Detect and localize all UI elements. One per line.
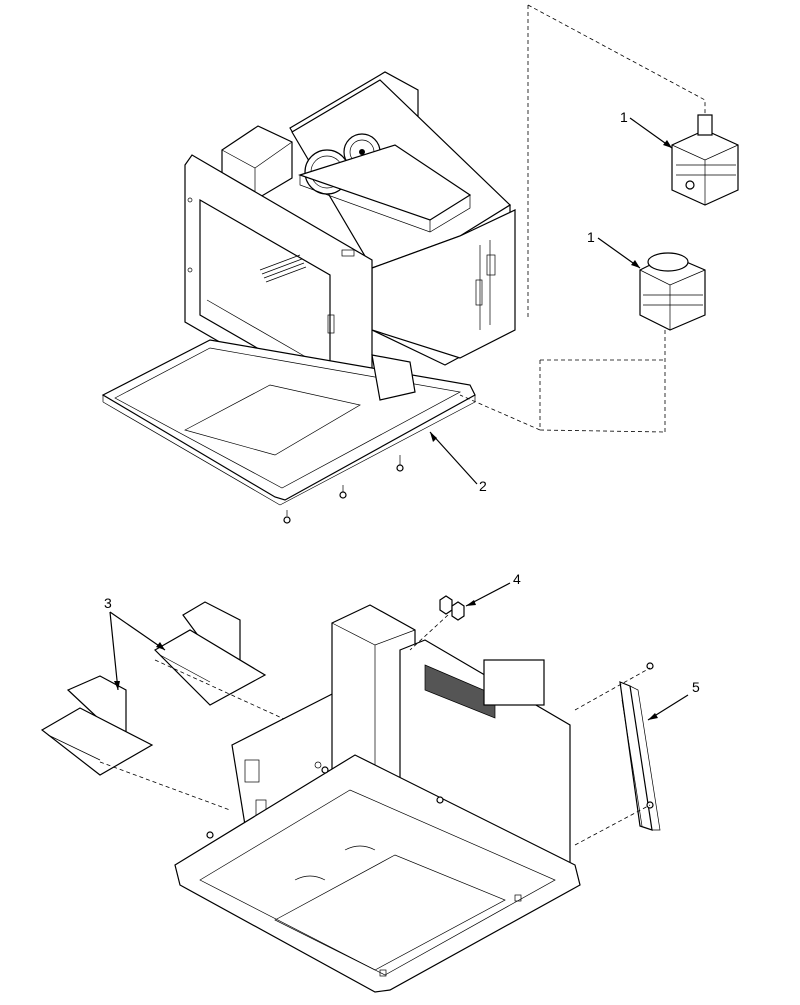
callout-label-1-lower: 1 [587,229,595,245]
waveguide-cover-upper [154,601,267,706]
tray-screw [339,485,347,499]
lower-chassis [174,604,581,993]
side-bracket [619,681,661,831]
callout-label-5: 5 [692,679,700,695]
tray-screw [283,510,291,524]
magnetron-upper [671,114,739,206]
vent-grille [424,664,496,719]
callout-label-2: 2 [479,478,487,494]
callout-label-4: 4 [513,571,521,587]
oven-cavity-assembly [101,71,516,524]
callout-label-3: 3 [104,595,112,611]
callout-label-1-upper: 1 [620,109,628,125]
tray-screw [396,455,404,472]
waveguide-cover-lower [40,675,154,776]
screws-part-4 [439,595,465,621]
magnetron-lower [639,252,706,331]
